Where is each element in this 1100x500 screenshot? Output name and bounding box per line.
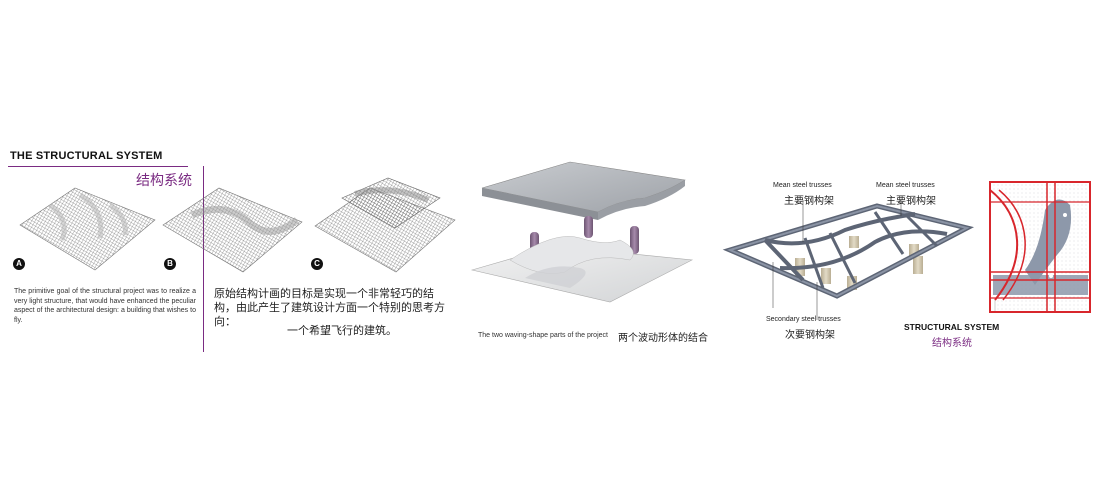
label-secondary-truss-en: Secondary steel trusses [766,316,841,323]
label-main-truss-right-cn: 主要钢构架 [886,196,936,207]
wireframe-terrain-b [162,187,303,273]
step-badge-a: A [13,258,25,270]
vertical-divider [203,166,204,352]
wireframe-terrain-c [314,177,456,273]
model-caption-chinese: 两个波动形体的结合 [618,333,708,344]
step-badge-b: B [164,258,176,270]
section-title-chinese: 结构系统 [136,173,192,189]
description-english: The primitive goal of the structural pro… [14,288,196,324]
wireframe-terrain-a [19,187,156,271]
label-main-truss-left-cn: 主要钢构架 [784,196,834,207]
section-title: THE STRUCTURAL SYSTEM [10,150,163,162]
structural-system-title-chinese: 结构系统 [932,338,972,349]
structural-plan-drawing [989,181,1091,313]
label-main-truss-left-en: Mean steel trusses [773,182,832,189]
description-chinese-tagline: 一个希望飞行的建筑。 [287,324,397,337]
model-caption-english: The two waving-shape parts of the projec… [478,332,608,339]
description-chinese: 原始结构计画的目标是实现一个非常轻巧的结构，由此产生了建筑设计方面一个特别的思考… [214,287,445,328]
label-main-truss-right-en: Mean steel trusses [876,182,935,189]
title-underline [8,166,188,167]
exploded-model-diagram [470,161,694,303]
label-secondary-truss-cn: 次要钢构架 [785,330,835,341]
structural-system-title: STRUCTURAL SYSTEM [904,322,1000,332]
step-badge-c: C [311,258,323,270]
steel-truss-diagram [722,200,975,320]
